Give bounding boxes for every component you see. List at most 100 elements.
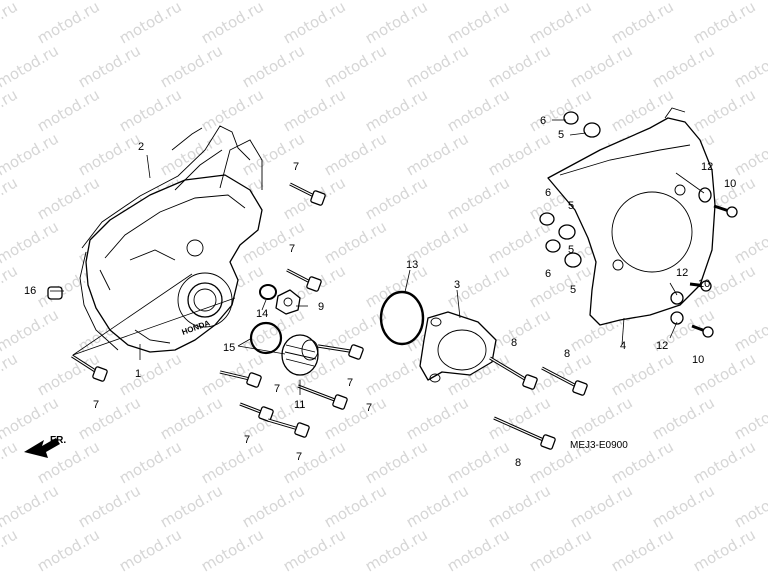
- flange-bolt-head: [726, 206, 738, 218]
- callout-3: 3: [454, 279, 460, 291]
- watermark-text: motod.ru: [690, 437, 759, 487]
- callout-11: 11: [294, 399, 305, 411]
- left-crankcase-cover: HONDA: [85, 139, 263, 353]
- callout-12-c: 12: [656, 340, 668, 352]
- callout-7-right: 7: [347, 377, 353, 389]
- watermark-text: motod.ru: [444, 525, 513, 575]
- bolt-head: [540, 434, 556, 450]
- front-label: FR.: [50, 435, 66, 446]
- watermark-text: motod.ru: [649, 393, 718, 443]
- watermark-text: motod.ru: [0, 0, 21, 47]
- watermark-text: motod.ru: [75, 481, 144, 531]
- bolt-shaft-highlight: [493, 417, 549, 443]
- callout-2: 2: [138, 141, 144, 153]
- watermark-text: motod.ru: [567, 41, 636, 91]
- watermark-text: motod.ru: [198, 437, 267, 487]
- callout-6-a: 6: [540, 115, 546, 127]
- watermark-text: motod.ru: [321, 41, 390, 91]
- watermark-text: motod.ru: [444, 173, 513, 223]
- watermark-text: motod.ru: [485, 481, 554, 531]
- callout-15: 15: [223, 342, 235, 354]
- watermark-text: motod.ru: [75, 393, 144, 443]
- bolt-head: [294, 422, 310, 438]
- bolt-layer: [71, 182, 738, 450]
- callout-5-d: 5: [570, 284, 576, 296]
- callout-10-c: 10: [692, 354, 704, 366]
- watermark-text: motod.ru: [362, 349, 431, 399]
- callout-8-c: 8: [515, 457, 521, 469]
- bearing-holder: [419, 311, 497, 383]
- callout-10-a: 10: [724, 178, 736, 190]
- watermark-text: motod.ru: [567, 393, 636, 443]
- bolt-head: [246, 372, 262, 388]
- watermark-text: motod.ru: [649, 481, 718, 531]
- watermark-text: motod.ru: [485, 217, 554, 267]
- watermark-text: motod.ru: [362, 437, 431, 487]
- watermark-text: motod.ru: [321, 393, 390, 443]
- watermark-text: motod.ru: [731, 481, 768, 531]
- bolt-head: [310, 190, 326, 206]
- watermark-text: motod.ru: [0, 349, 21, 399]
- watermark-text: motod.ru: [362, 525, 431, 575]
- watermark-text: motod.ru: [731, 393, 768, 443]
- watermark-text: motod.ru: [0, 173, 21, 223]
- oil-filter-element: [281, 334, 319, 376]
- watermark-text: motod.ru: [198, 0, 267, 47]
- callout-6-c: 6: [545, 268, 551, 280]
- watermark-text: motod.ru: [362, 0, 431, 47]
- o-ring-medium: [249, 321, 283, 355]
- grommet-set: [539, 111, 601, 268]
- callout-7-bottom-a: 7: [244, 434, 250, 446]
- watermark-text: motod.ru: [0, 217, 62, 267]
- watermark-text: motod.ru: [34, 0, 103, 47]
- watermark-text: motod.ru: [0, 261, 21, 311]
- watermark-text: motod.ru: [321, 481, 390, 531]
- flange-bolt-head: [700, 280, 712, 292]
- watermark-text: motod.ru: [608, 349, 677, 399]
- bolt-shaft-highlight: [541, 367, 581, 389]
- callout-7-bottom-b: 7: [296, 451, 302, 463]
- leader-lines: [50, 119, 705, 395]
- watermark-text: motod.ru: [608, 0, 677, 47]
- callout-5-c: 5: [568, 244, 574, 256]
- cap: [47, 286, 63, 300]
- watermark-text: motod.ru: [75, 129, 144, 179]
- watermark-text: motod.ru: [649, 41, 718, 91]
- callout-4: 4: [620, 340, 626, 352]
- callout-5-a: 5: [558, 129, 564, 141]
- watermark-text: motod.ru: [0, 437, 21, 487]
- callout-12-b: 12: [676, 267, 688, 279]
- callout-7-lower-b: 7: [366, 402, 372, 414]
- callout-7-mid: 7: [289, 243, 295, 255]
- o-ring-large: [379, 290, 425, 346]
- watermark-text: motod.ru: [362, 85, 431, 135]
- watermark-text: motod.ru: [567, 481, 636, 531]
- watermark-text: motod.ru: [0, 305, 62, 355]
- watermark-text: motod.ru: [403, 393, 472, 443]
- callout-7-top: 7: [293, 161, 299, 173]
- watermark-text: motod.ru: [403, 129, 472, 179]
- callout-9: 9: [318, 301, 324, 313]
- watermark-text: motod.ru: [198, 85, 267, 135]
- watermark-text: motod.ru: [526, 0, 595, 47]
- callout-12-a: 12: [701, 161, 713, 173]
- callout-13: 13: [406, 259, 418, 271]
- bolt-head: [258, 406, 274, 422]
- callout-8-a: 8: [511, 337, 517, 349]
- watermark-text: motod.ru: [731, 129, 768, 179]
- watermark-text: motod.ru: [485, 41, 554, 91]
- watermark-text: motod.ru: [444, 85, 513, 135]
- watermark-text: motod.ru: [403, 41, 472, 91]
- watermark-text: motod.ru: [0, 41, 62, 91]
- watermark-text: motod.ru: [75, 41, 144, 91]
- watermark-text: motod.ru: [280, 0, 349, 47]
- bolt-shaft-highlight: [489, 357, 531, 383]
- watermark-text: motod.ru: [116, 349, 185, 399]
- watermark-text: motod.ru: [0, 85, 21, 135]
- watermark-text: motod.ru: [198, 525, 267, 575]
- watermark-text: motod.ru: [485, 129, 554, 179]
- watermark-text: motod.ru: [403, 481, 472, 531]
- bolt-head: [92, 366, 108, 382]
- watermark-text: motod.ru: [116, 437, 185, 487]
